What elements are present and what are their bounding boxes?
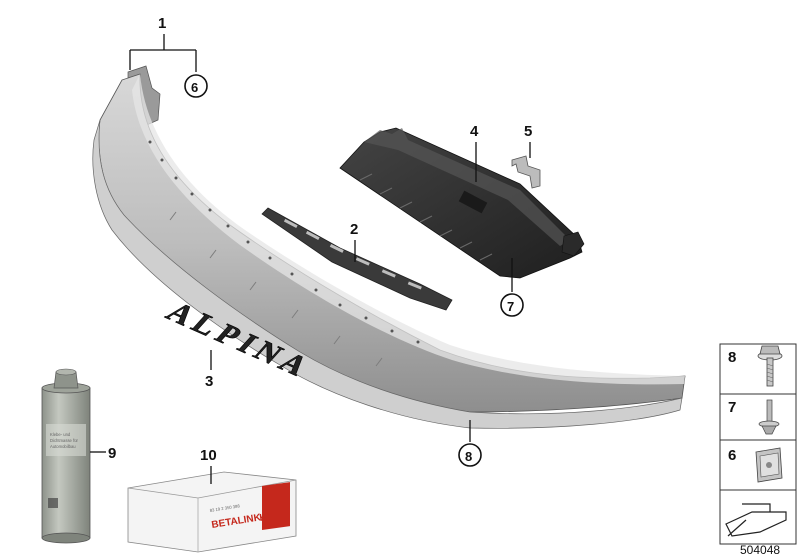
callout-3: 3 [205,373,213,390]
leader-1 [129,34,197,72]
push-rivet-icon [758,399,780,435]
callout-7: 7 [507,299,514,314]
air-duct-panel [339,127,585,279]
fastener-legend: 8 7 6 [719,343,797,545]
callout-8: 8 [465,449,472,464]
front-spoiler-lip [92,65,686,429]
reference-number: 504048 [740,543,780,557]
callout-5: 5 [524,123,532,140]
adhesive-cartridge: Klebe- und Dichtmasse für Automobilbau [41,368,91,544]
callout-ring-6 [184,74,208,98]
legend-row-6-label: 6 [728,447,736,464]
hex-bolt-icon [757,345,783,387]
clip-nut-icon [755,447,783,483]
callout-ring-7 [500,293,524,317]
callout-4: 4 [470,123,479,140]
box-brand-suffix: K1 [259,511,274,524]
callout-ring-8 [458,443,482,467]
grille-strip [261,207,453,311]
direction-arrow-icon [725,503,787,537]
callout-10: 10 [200,447,217,464]
callout-2: 2 [350,221,358,238]
cartridge-label-line2: Dichtmasse für [50,438,79,443]
callouts: 1 6 2 3 4 5 7 8 9 10 [90,15,532,484]
callout-1: 1 [158,15,166,32]
cartridge-label-line1: Klebe- und [50,432,71,437]
bracket [511,155,541,189]
legend-row-8-label: 8 [728,349,736,366]
callout-6: 6 [191,80,198,95]
box-code: 83 19 2 350 388 [209,503,240,513]
cartridge-label-line3: Automobilbau [50,444,76,449]
adhesive-kit-box: BETALINK K1 83 19 2 350 388 [127,471,297,553]
callout-9: 9 [108,445,116,462]
legend-row-7-label: 7 [728,399,736,416]
